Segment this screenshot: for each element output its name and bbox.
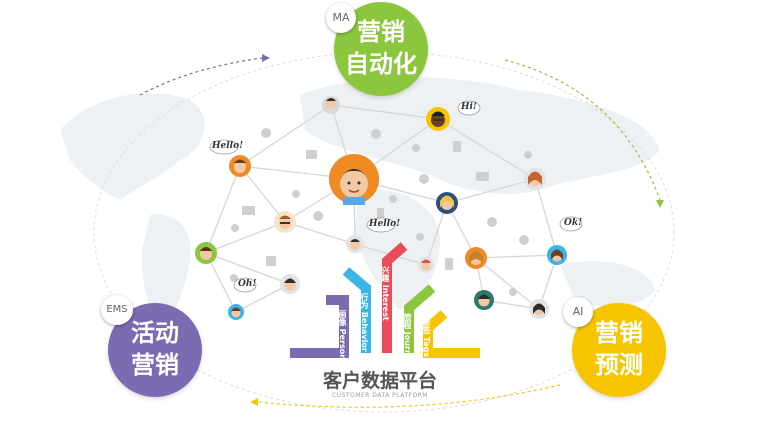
branch-label-persona: 画像 Persona bbox=[338, 310, 347, 366]
ai-line2: 预测 bbox=[595, 351, 643, 379]
branch-persona bbox=[290, 295, 349, 358]
arrow-head-icon bbox=[250, 398, 258, 406]
person-icon bbox=[509, 288, 517, 296]
document-icon bbox=[453, 141, 461, 152]
ma-tag: MA bbox=[326, 3, 356, 33]
ems-tag: EMS bbox=[101, 295, 133, 325]
avatar bbox=[426, 107, 450, 131]
image-icon bbox=[306, 150, 317, 159]
avatar bbox=[228, 304, 244, 320]
avatar bbox=[474, 290, 494, 310]
ai-line1: 营销 bbox=[595, 319, 643, 347]
avatar bbox=[547, 245, 567, 265]
bar-chart-icon bbox=[266, 256, 276, 266]
speech-bubble-text: Hello! bbox=[369, 219, 401, 229]
branch-label-behavior: 行为 Behavior bbox=[360, 293, 369, 352]
puzzle-icon bbox=[487, 217, 497, 227]
chat-icon bbox=[476, 172, 489, 181]
arrow-head-icon bbox=[262, 54, 270, 62]
platform-title: 客户数据平台 bbox=[322, 370, 437, 392]
branch-behavior bbox=[342, 267, 371, 353]
branch-label-interest: 兴趣 Interest bbox=[381, 266, 390, 321]
orbit-arrow-right bbox=[504, 59, 661, 201]
building-icon bbox=[445, 258, 453, 270]
at-icon bbox=[412, 144, 420, 152]
avatar bbox=[418, 257, 434, 273]
avatar bbox=[346, 235, 364, 253]
download-icon bbox=[292, 190, 300, 198]
platform-subtitle: CUSTOMER DATA PLATFORM bbox=[331, 392, 429, 399]
avatar-main bbox=[329, 154, 379, 205]
avatar bbox=[280, 274, 300, 294]
ems-line2: 营销 bbox=[131, 351, 179, 379]
hourglass-icon bbox=[377, 208, 384, 218]
ai-tag: AI bbox=[563, 297, 593, 327]
globe-icon bbox=[313, 211, 323, 221]
chip-icon bbox=[389, 195, 397, 203]
thumbs-up-icon bbox=[524, 151, 532, 159]
mail-icon bbox=[242, 206, 255, 215]
avatar bbox=[195, 242, 217, 264]
avatar bbox=[436, 192, 458, 214]
platform-branches bbox=[290, 242, 480, 358]
gear-icon bbox=[519, 235, 529, 245]
gear-icon bbox=[261, 128, 271, 138]
ems-line1: 活动 bbox=[131, 319, 179, 347]
avatar bbox=[524, 168, 546, 190]
gear-icon bbox=[371, 129, 381, 139]
speech-bubbles bbox=[209, 100, 583, 293]
gear-icon bbox=[230, 274, 238, 282]
branch-label-journey: 旅程 Journey bbox=[403, 313, 412, 367]
avatar bbox=[529, 299, 549, 319]
arrow-head-icon bbox=[656, 200, 664, 208]
orbit-arrow-top bbox=[139, 57, 263, 96]
ai-circle: 营销 预测 bbox=[572, 303, 666, 397]
search-icon bbox=[419, 174, 429, 184]
branch-label-tags: 标签 Tags bbox=[422, 318, 431, 358]
orbit-arrow-bottom bbox=[257, 384, 561, 408]
speech-bubble-text: Hello! bbox=[212, 141, 244, 151]
avatar bbox=[465, 247, 487, 269]
speech-bubble-text: Ok! bbox=[564, 218, 583, 228]
settings-icon bbox=[231, 224, 239, 232]
avatar bbox=[229, 155, 251, 177]
branch-interest bbox=[382, 242, 408, 353]
branch-journey bbox=[404, 284, 436, 353]
speech-bubble-text: Oh! bbox=[238, 279, 257, 289]
avatar bbox=[322, 96, 340, 114]
avatar bbox=[274, 211, 296, 233]
branch-tags bbox=[423, 310, 480, 358]
ma-line2: 自动化 bbox=[345, 50, 417, 78]
decorative-icons bbox=[230, 128, 532, 296]
speech-bubble-text: Hi! bbox=[461, 102, 477, 112]
wifi-icon bbox=[416, 233, 424, 241]
ma-line1: 营销 bbox=[357, 18, 405, 46]
